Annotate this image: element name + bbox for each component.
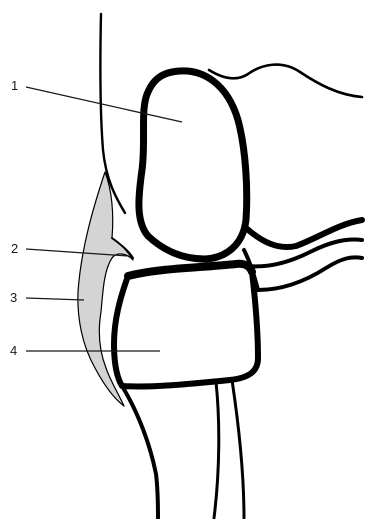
shaft-left-edge [122,386,158,518]
right-band-lower [258,257,362,290]
lower-bone-4 [114,272,258,387]
callout-number-2: 2 [11,242,18,255]
shaft-inner-left [214,382,219,518]
callout-number-4: 4 [10,344,17,357]
callout-number-3: 3 [10,291,17,304]
leader-line-1 [26,87,182,122]
leader-line-3 [26,298,84,300]
callout-number-1: 1 [11,79,18,92]
right-band-outer [246,220,362,247]
upper-right-contour [209,65,362,97]
shaft-inner-right [232,380,244,518]
joint-band [128,264,252,276]
upper-bone-1 [139,71,247,259]
